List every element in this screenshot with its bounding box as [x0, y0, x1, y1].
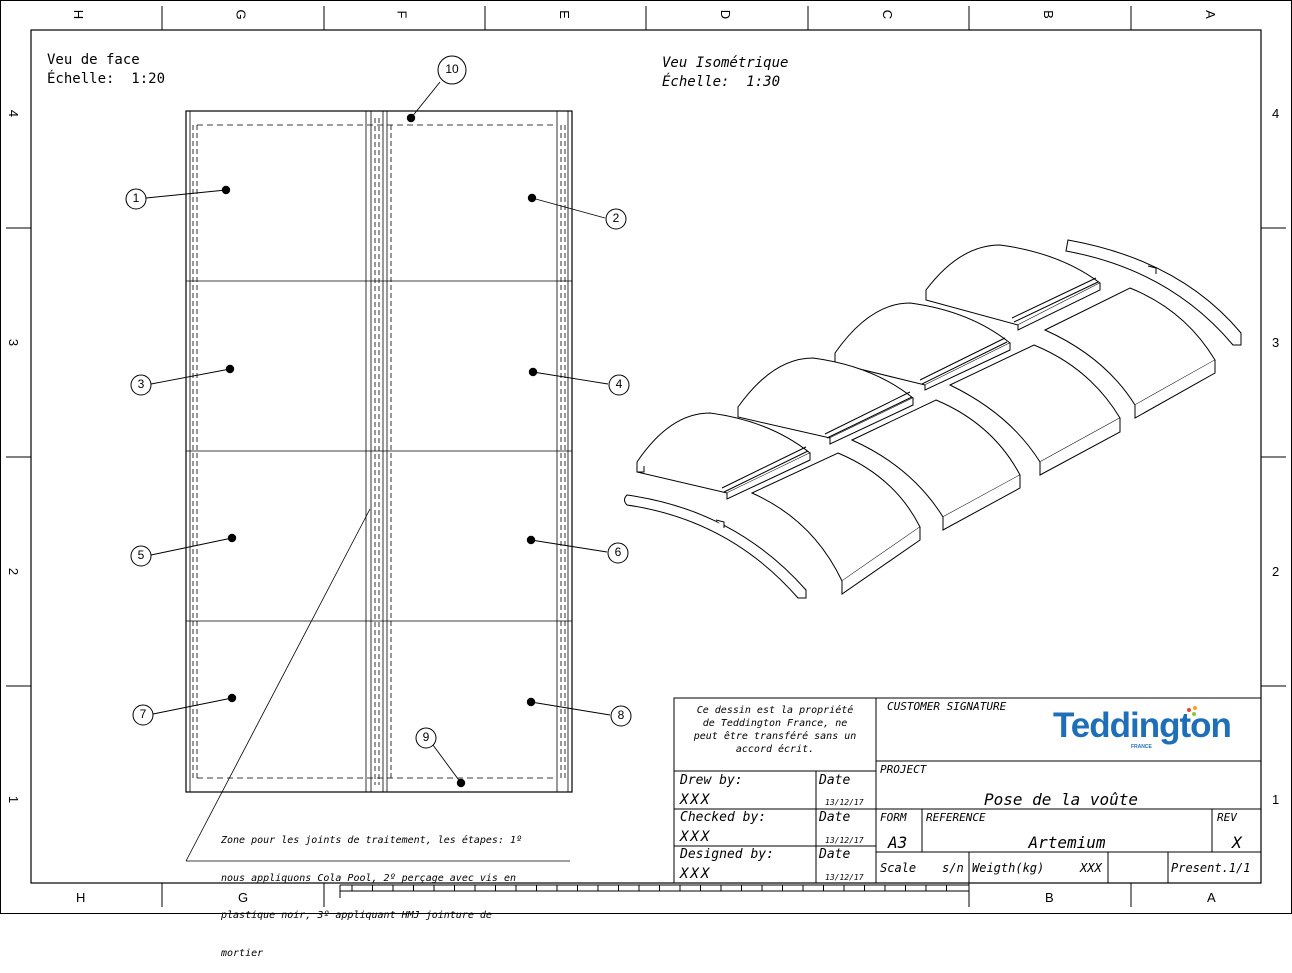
designed-by-date-value: 13/12/17 — [825, 873, 864, 882]
weight-value: XXX — [1080, 861, 1102, 875]
row-label-left-2: 2 — [6, 567, 22, 576]
col-label-bottom-b: B — [1045, 890, 1054, 905]
joint-note-line-1: Zone pour les joints de traitement, les … — [221, 835, 523, 846]
col-label-top-b: B — [1040, 10, 1056, 19]
top-column-dividers — [161, 6, 1132, 30]
balloon-number-7: 7 — [139, 707, 147, 721]
project-label: PROJECT — [880, 763, 927, 776]
front-view-drawing — [185, 110, 573, 862]
row-label-left-4: 4 — [6, 109, 22, 118]
joint-note: Zone pour les joints de traitement, les … — [221, 810, 522, 973]
joint-note-line-3: plastique noir, 3º appliquant HMJ jointu… — [221, 910, 492, 921]
col-label-bottom-a: A — [1207, 890, 1216, 905]
row-label-right-4: 4 — [1272, 106, 1280, 121]
drew-by-date-label: Date — [819, 773, 851, 788]
drawing-sheet — [0, 0, 1292, 914]
balloon-number-2: 2 — [612, 211, 620, 225]
logo-dot-green-icon — [1192, 712, 1196, 716]
front-view-title: Veu de face — [47, 52, 140, 68]
logo-dot-orange-icon — [1193, 706, 1197, 710]
row-label-right-2: 2 — [1272, 564, 1280, 579]
row-label-left-1: 1 — [6, 795, 22, 804]
balloon-2 — [605, 208, 627, 230]
property-notice: Ce dessin est la propriété de Teddington… — [676, 704, 874, 756]
drew-by-value: XXX — [680, 792, 712, 808]
property-line-2: de Teddington France, ne — [702, 718, 848, 729]
col-label-top-h: H — [71, 9, 87, 20]
designed-by-date-label: Date — [819, 847, 851, 862]
logo-dot-red-icon — [1187, 708, 1191, 712]
balloon-5 — [130, 545, 152, 567]
col-label-bottom-g: G — [238, 890, 249, 905]
balloon-6 — [607, 542, 629, 564]
teddington-logo: Teddington FRANCE — [1053, 706, 1237, 756]
col-label-top-f: F — [394, 10, 410, 19]
joint-note-line-4: mortier — [221, 947, 264, 959]
logo-text: Teddington — [1053, 706, 1232, 745]
scale-label: Scale — [880, 861, 917, 875]
balloon-9 — [415, 727, 437, 749]
balloon-number-3: 3 — [137, 377, 145, 391]
present-label: Present.1/1 — [1171, 861, 1251, 875]
checked-by-value: XXX — [680, 829, 712, 845]
balloon-1 — [125, 188, 147, 210]
col-label-top-g: G — [233, 9, 249, 20]
form-value: A3 — [888, 833, 908, 852]
scale-value: s/n — [942, 861, 964, 875]
bottom-column-dividers — [161, 883, 1132, 907]
balloon-number-4: 4 — [615, 377, 623, 391]
col-label-top-d: D — [718, 9, 734, 20]
joint-note-line-2: nous appliquons Cola Pool, 2º perçage av… — [221, 872, 517, 884]
checked-by-date-value: 13/12/17 — [825, 836, 864, 845]
balloon-leaders — [145, 81, 611, 784]
row-label-right-1: 1 — [1272, 792, 1280, 807]
balloon-number-5: 5 — [137, 548, 145, 562]
balloon-3 — [130, 374, 152, 396]
col-label-bottom-h: H — [76, 890, 86, 905]
row-label-right-3: 3 — [1272, 335, 1280, 350]
reference-label: REFERENCE — [926, 811, 986, 824]
balloon-number-10: 10 — [445, 62, 459, 76]
col-label-top-e: E — [556, 10, 572, 19]
balloon-4 — [608, 374, 630, 396]
balloon-number-9: 9 — [422, 730, 430, 744]
balloon-dots — [221, 113, 538, 788]
rev-value: X — [1232, 833, 1242, 852]
balloon-circles — [125, 55, 632, 749]
checked-by-label: Checked by: — [680, 810, 767, 825]
drew-by-label: Drew by: — [680, 773, 743, 788]
project-value: Pose de la voûte — [983, 790, 1139, 809]
reference-value: Artemium — [1028, 833, 1106, 852]
rev-label: REV — [1217, 811, 1237, 824]
checked-by-date-label: Date — [819, 810, 851, 825]
row-label-left-3: 3 — [6, 338, 22, 347]
property-line-4: accord écrit. — [735, 744, 815, 755]
balloon-number-8: 8 — [617, 708, 625, 722]
property-line-3: peut être transféré sans un — [693, 731, 857, 742]
iso-view-title: Veu Isométrique — [662, 55, 789, 71]
iso-view-scale: Échelle: 1:30 — [662, 74, 781, 90]
balloon-7 — [132, 704, 154, 726]
logo-subtext: FRANCE — [1131, 744, 1152, 750]
title-block-frame — [673, 697, 1262, 884]
front-view-scale: Échelle: 1:20 — [47, 71, 166, 87]
customer-signature-label: CUSTOMER SIGNATURE — [887, 700, 1007, 713]
balloon-8 — [610, 705, 632, 727]
row-dividers — [6, 227, 1286, 687]
designed-by-label: Designed by: — [680, 847, 774, 862]
balloon-10 — [437, 55, 467, 85]
weight-label: Weigth(kg) — [972, 861, 1045, 875]
property-line-1: Ce dessin est la propriété — [696, 705, 854, 716]
col-label-top-a: A — [1202, 10, 1218, 19]
balloon-number-6: 6 — [614, 545, 622, 559]
isometric-drawing — [624, 239, 1242, 599]
col-label-top-c: C — [880, 9, 896, 20]
form-label: FORM — [880, 811, 907, 824]
balloon-number-1: 1 — [132, 191, 140, 205]
drew-by-date-value: 13/12/17 — [825, 798, 864, 807]
designed-by-value: XXX — [680, 866, 712, 882]
